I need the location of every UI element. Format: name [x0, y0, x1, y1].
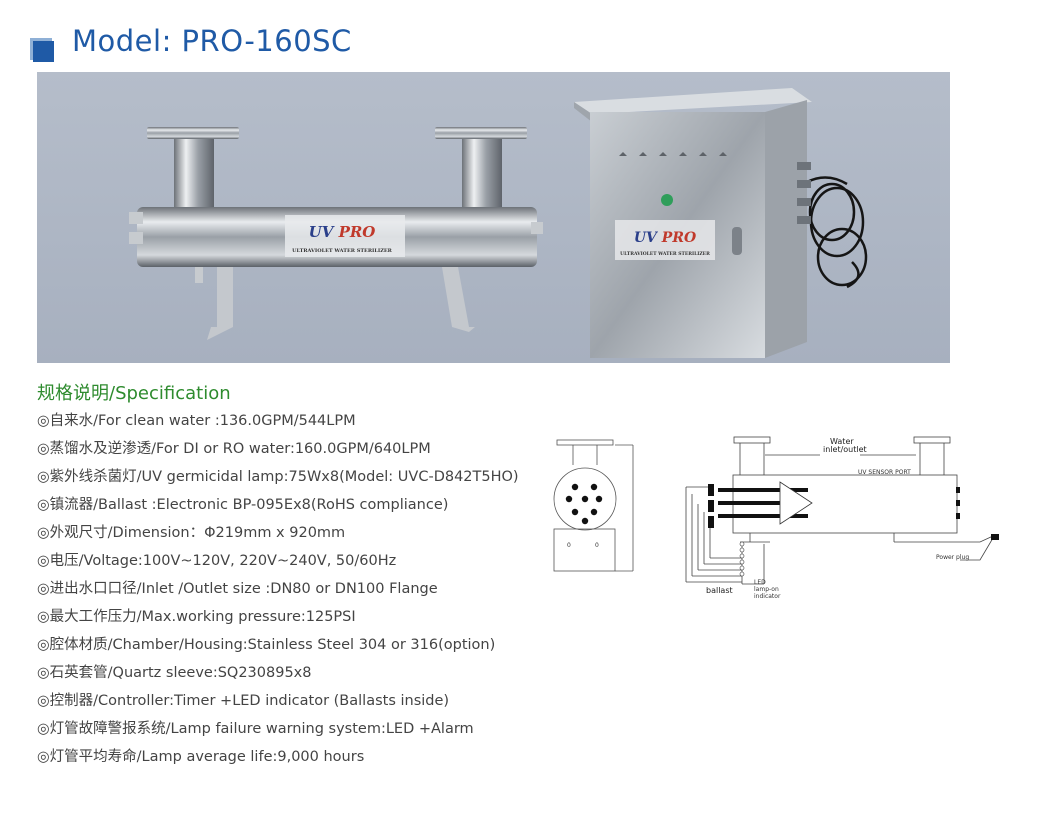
title-square-icon	[30, 38, 54, 62]
ballast-label: ballast	[706, 586, 733, 595]
spec-item: ◎石英套管/Quartz sleeve:SQ230895x8	[37, 665, 312, 681]
spec-item: ◎灯管故障警报系统/Lamp failure warning system:LE…	[37, 721, 474, 737]
schematic-drawing: Water inlet/outlet UV SENSOR PORT Power …	[685, 436, 999, 600]
spec-item: ◎外观尺寸/Dimension：Φ219mm x 920mm	[37, 525, 346, 541]
svg-text:indicator: indicator	[754, 593, 781, 600]
svg-text:UV PRO: UV PRO	[634, 230, 697, 246]
spec-item: ◎紫外线杀菌灯/UV germicidal lamp:75Wx8(Model: …	[37, 469, 519, 485]
spec-item: ◎腔体材质/Chamber/Housing:Stainless Steel 30…	[37, 637, 496, 653]
spec-item: ◎镇流器/Ballast :Electronic BP-095Ex8(RoHS …	[37, 497, 449, 513]
svg-text:inlet/outlet: inlet/outlet	[823, 445, 867, 454]
spec-item: ◎控制器/Controller:Timer +LED indicator (Ba…	[37, 693, 450, 709]
control-box-image: UV PRO ULTRAVIOLET WATER STERILIZER	[574, 88, 868, 358]
svg-text:0: 0	[567, 542, 571, 549]
spec-list: ◎自来水/For clean water :136.0GPM/544LPM ◎蒸…	[37, 410, 519, 774]
svg-text:LED: LED	[754, 579, 766, 586]
sensor-label: UV SENSOR PORT	[858, 469, 911, 476]
spec-item: ◎最大工作压力/Max.working pressure:125PSI	[37, 609, 356, 625]
spec-item: ◎进出水口口径/Inlet /Outlet size :DN80 or DN10…	[37, 581, 438, 597]
spec-item: ◎灯管平均寿命/Lamp average life:9,000 hours	[37, 749, 365, 765]
svg-text:UV PRO: UV PRO	[309, 223, 376, 241]
spec-heading: 规格说明/Specification	[37, 383, 231, 404]
product-photo: UV PRO ULTRAVIOLET WATER STERILIZER UV P…	[37, 72, 950, 363]
svg-text:lamp-on: lamp-on	[754, 586, 779, 593]
spec-item: ◎自来水/For clean water :136.0GPM/544LPM	[37, 413, 356, 429]
page-title: Model: PRO-160SC	[72, 24, 352, 58]
svg-text:ULTRAVIOLET WATER STERILIZER: ULTRAVIOLET WATER STERILIZER	[620, 251, 710, 257]
spec-item: ◎电压/Voltage:100V~120V, 220V~240V, 50/60H…	[37, 553, 397, 569]
svg-text:0: 0	[595, 542, 599, 549]
water-label: Water	[830, 437, 854, 446]
power-plug-label: Power plug	[936, 554, 969, 561]
svg-text:ULTRAVIOLET WATER STERILIZER: ULTRAVIOLET WATER STERILIZER	[292, 248, 393, 254]
spec-item: ◎蒸馏水及逆渗透/For DI or RO water:160.0GPM/640…	[37, 441, 431, 457]
side-view-drawing: 0 0	[553, 439, 634, 572]
uv-sterilizer-chamber-image: UV PRO ULTRAVIOLET WATER STERILIZER	[129, 127, 543, 340]
